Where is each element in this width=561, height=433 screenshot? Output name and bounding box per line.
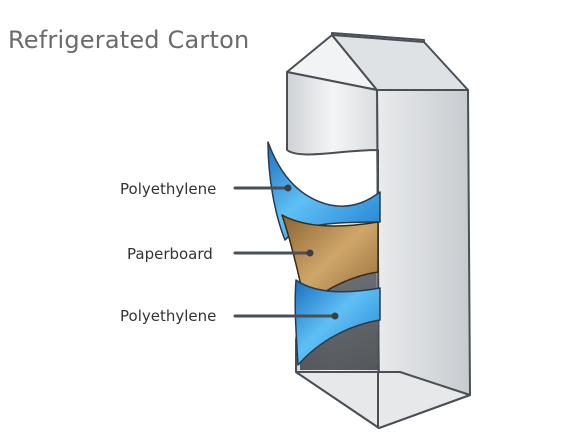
leader-dot-paperboard	[306, 249, 314, 257]
label-outer-polyethylene: Polyethylene	[120, 180, 217, 198]
paperboard-layer	[281, 214, 379, 306]
label-paperboard: Paperboard	[127, 245, 213, 263]
leader-dot-inner-polyethylene	[331, 312, 339, 320]
inner-polyethylene-layer	[294, 279, 381, 366]
leader-dot-outer-polyethylene	[284, 184, 292, 192]
diagram-title: Refrigerated Carton	[8, 26, 250, 54]
leader-dots	[284, 184, 339, 320]
leader-lines	[233, 186, 337, 318]
label-inner-polyethylene: Polyethylene	[120, 307, 217, 325]
